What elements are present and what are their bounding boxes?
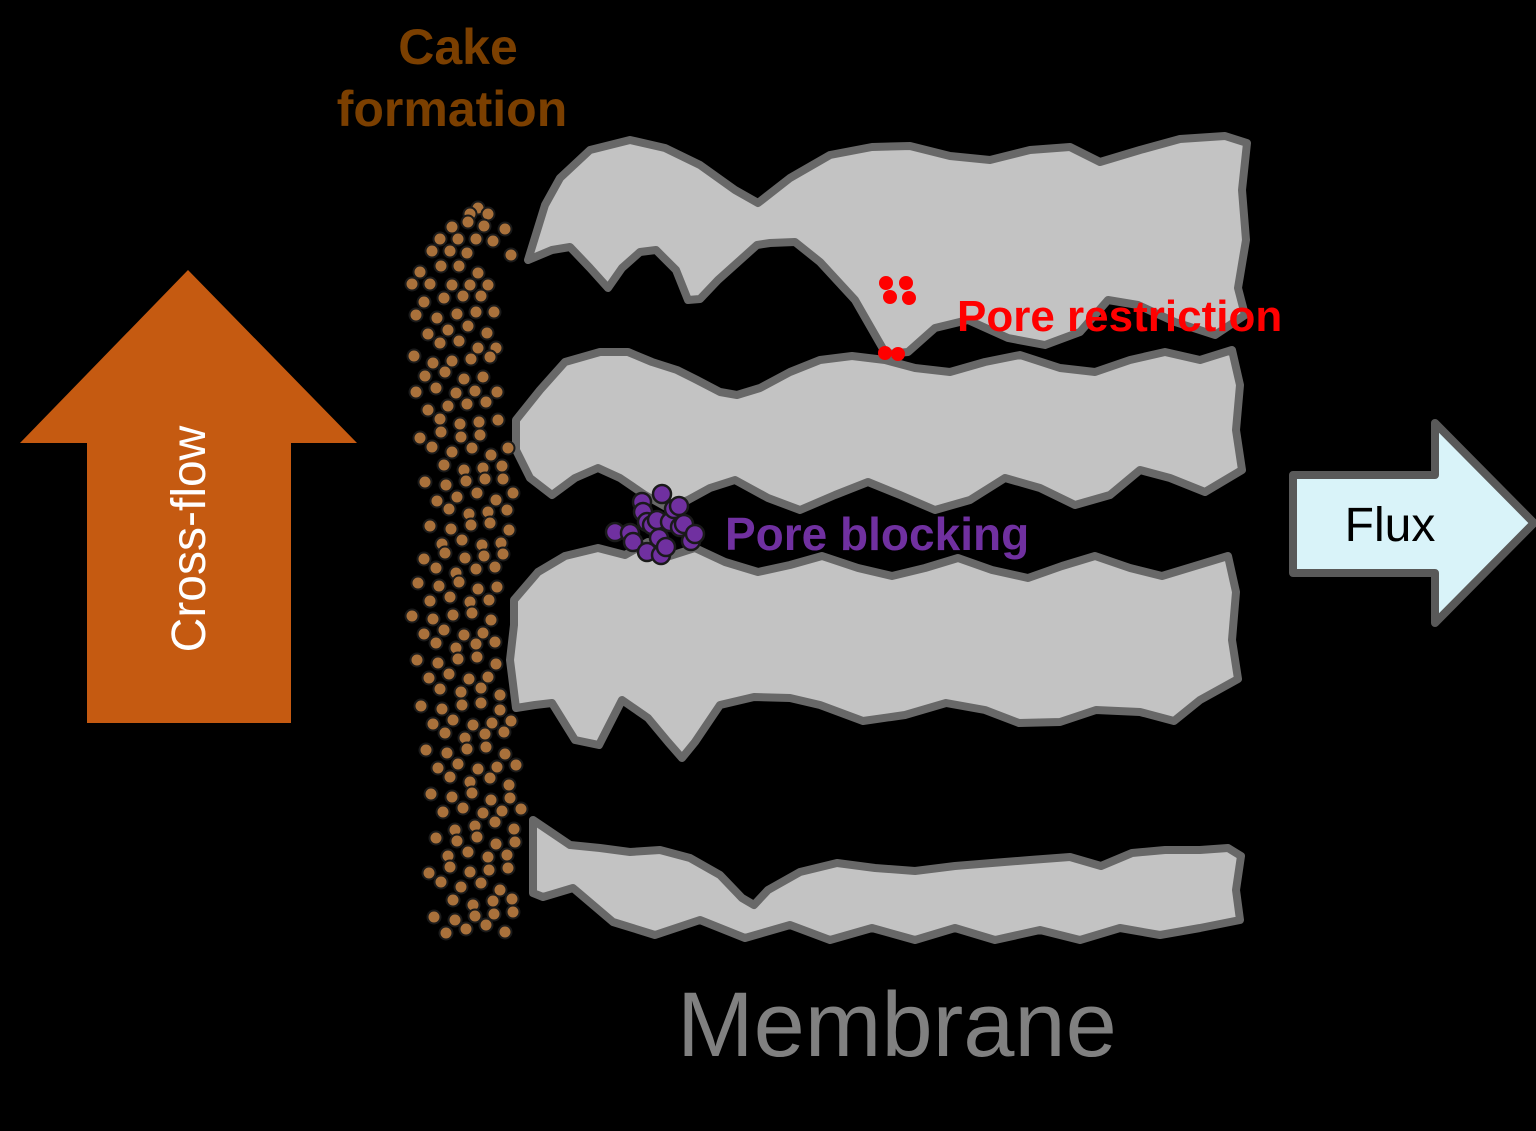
membrane-layer-2 <box>512 346 1246 514</box>
cake-formation-label-line1: Cake <box>398 19 518 75</box>
pore-restriction-particles <box>878 276 916 361</box>
flux-label: Flux <box>1345 499 1436 552</box>
pore-blocking-particles <box>604 483 706 566</box>
cake-formation-label-line2: formation <box>337 81 568 137</box>
cake-particles <box>404 200 529 941</box>
membrane-label: Membrane <box>677 974 1117 1076</box>
membrane-layers <box>506 132 1251 944</box>
cross-flow-label: Cross-flow <box>163 425 216 652</box>
membrane-layer-3 <box>506 538 1242 762</box>
pore-blocking-label: Pore blocking <box>725 508 1029 560</box>
up-arrow-icon <box>20 270 357 723</box>
text-labels: Cake formation Pore restriction Pore blo… <box>337 19 1282 1076</box>
flux-arrow: Flux <box>1289 419 1536 627</box>
membrane-layer-1 <box>524 132 1251 358</box>
membrane-layer-4 <box>529 816 1245 944</box>
cross-flow-arrow: Cross-flow <box>20 270 357 723</box>
right-arrow-icon <box>1289 419 1536 627</box>
pore-restriction-label: Pore restriction <box>957 292 1282 341</box>
